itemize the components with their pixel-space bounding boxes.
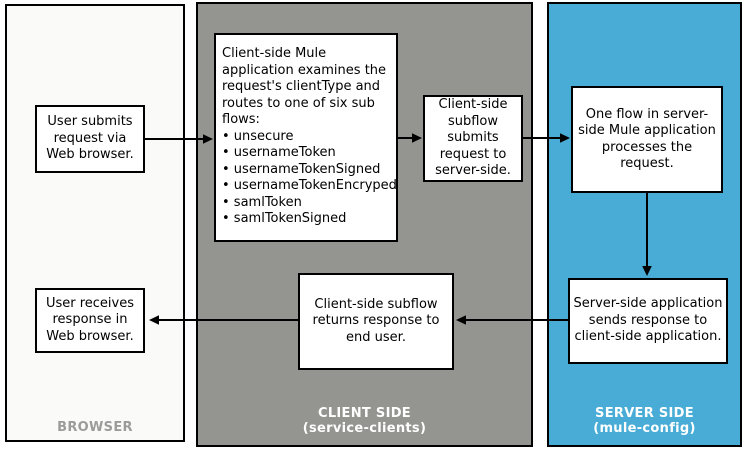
box-text-line: Server-side application (573, 296, 723, 312)
box-text-line: flows: (222, 112, 260, 127)
panel-label-title: BROWSER (57, 420, 133, 435)
box-subflow-returns-response: Client-side subflow returns response to … (298, 273, 454, 370)
box-text-line: request to (439, 146, 507, 162)
box-text-line: sends response to (588, 312, 708, 328)
box-text-line: response in (52, 312, 128, 328)
panel-label-title: CLIENT SIDE (318, 406, 411, 421)
box-text-line: side Mule application (578, 123, 716, 138)
flow-list-item: • samlToken (222, 194, 302, 210)
panel-label-subtitle: (mule-config) (593, 421, 696, 436)
flow-list-item: • usernameTokenSigned (222, 161, 381, 177)
box-text-line: Client-side Mule (222, 46, 327, 61)
panel-browser (5, 4, 185, 442)
box-text-line: end user. (346, 329, 406, 345)
box-text-line: returns response to (312, 313, 440, 329)
panel-label-title: SERVER SIDE (595, 406, 694, 421)
box-text-line: client-side application. (574, 329, 722, 345)
flow-list-item: • samlTokenSigned (222, 211, 347, 226)
box-client-side-router: Client-side Mule application examines th… (214, 33, 398, 242)
flow-list-item: • usernameTokenEncryped (222, 178, 397, 193)
box-text-line: routes to one of six sub (222, 95, 375, 111)
box-text-line: subflow (447, 113, 499, 129)
box-text-line: request via (53, 130, 127, 146)
box-text-line: Web browser. (46, 147, 134, 163)
box-text-line: One flow in server- (585, 106, 709, 122)
box-subflow-submits-request: Client-side subflow submits request to s… (423, 95, 523, 182)
panel-label-server-side: SERVER SIDE (mule-config) (547, 406, 742, 436)
box-text-line: server-side. (435, 163, 511, 179)
box-text-line: request's clientType and (222, 79, 381, 94)
box-text-line: application examines the (222, 62, 387, 78)
box-server-sends-response: Server-side application sends response t… (568, 278, 728, 364)
box-text-line: processes the (601, 139, 693, 155)
panel-label-browser: BROWSER (5, 420, 185, 435)
box-text-line: Client-side (438, 97, 508, 113)
flow-list-item: • usernameToken (222, 145, 336, 160)
box-text-line: submits (447, 130, 499, 146)
panel-label-subtitle: (service-clients) (302, 421, 427, 436)
panel-label-client-side: CLIENT SIDE (service-clients) (196, 406, 533, 436)
box-server-flow-processes: One flow in server- side Mule applicatio… (571, 86, 723, 193)
box-text-line: request. (620, 156, 674, 171)
box-text-line: Web browser. (46, 328, 134, 344)
panel-server-side (547, 2, 742, 447)
box-user-submits-request: User submits request via Web browser. (35, 105, 145, 173)
flow-list-item: • unsecure (222, 128, 294, 144)
box-text-line: Client-side subflow (314, 296, 438, 312)
box-text-line: User submits (47, 114, 133, 130)
box-text-line: User receives (45, 295, 135, 311)
box-user-receives-response: User receives response in Web browser. (35, 288, 145, 353)
